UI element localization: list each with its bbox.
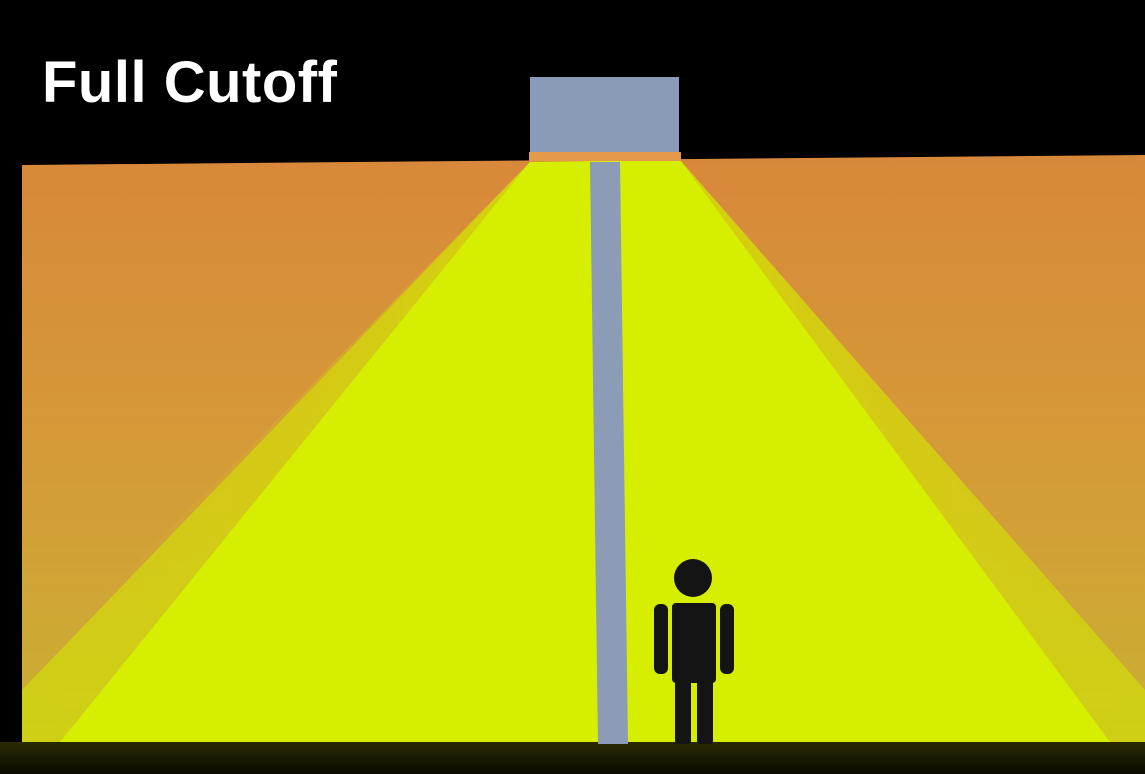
ground-line: [0, 742, 1145, 774]
shoebox-luminaire-icon: [529, 77, 681, 161]
slide-title: Full Cutoff: [42, 54, 337, 112]
